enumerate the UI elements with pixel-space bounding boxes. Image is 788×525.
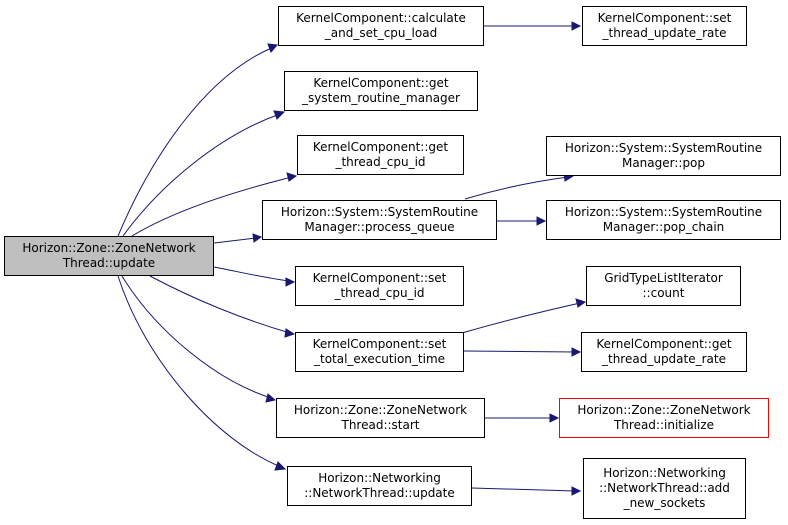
node-label: KernelComponent::calculate — [296, 11, 466, 25]
node-label: KernelComponent::get — [596, 337, 732, 351]
node-zone-network-thread-initialize[interactable]: Horizon::Zone::ZoneNetwork Thread::initi… — [559, 398, 769, 438]
node-label: ::NetworkThread::update — [304, 486, 455, 500]
node-system-routine-manager-pop[interactable]: Horizon::System::SystemRoutine Manager::… — [546, 136, 781, 176]
arrowhead — [536, 216, 547, 226]
node-label: KernelComponent::get — [312, 140, 449, 154]
arrowhead — [267, 43, 278, 53]
node-label: Horizon::Zone::ZoneNetwork — [293, 403, 468, 417]
node-label: Thread::update — [62, 256, 156, 270]
arrowhead — [571, 486, 582, 496]
arrowhead — [549, 413, 560, 423]
node-get-system-routine-manager[interactable]: KernelComponent::get _system_routine_man… — [284, 71, 478, 111]
node-system-routine-manager-pop-chain[interactable]: Horizon::System::SystemRoutine Manager::… — [546, 200, 781, 240]
node-network-thread-update[interactable]: Horizon::Networking ::NetworkThread::upd… — [287, 466, 472, 506]
node-zone-network-thread-update[interactable]: Horizon::Zone::ZoneNetwork Thread::updat… — [4, 236, 214, 276]
edge-root-to-setcpu — [213, 266, 290, 282]
node-grid-type-list-iterator-count[interactable]: GridTypeListIterator ::count — [586, 266, 741, 306]
node-set-thread-cpu-id[interactable]: KernelComponent::set _thread_cpu_id — [295, 266, 464, 306]
arrowhead — [274, 461, 287, 471]
edge-settot-to-gridcnt — [461, 302, 581, 334]
arrowhead — [286, 172, 298, 182]
arrowhead — [571, 21, 582, 31]
node-label: _total_execution_time — [313, 352, 446, 366]
arrowhead — [285, 277, 296, 287]
node-label: Horizon::System::SystemRoutine — [564, 205, 763, 219]
node-set-total-execution-time[interactable]: KernelComponent::set _total_execution_ti… — [295, 332, 464, 372]
node-network-thread-add-new-sockets[interactable]: Horizon::Networking ::NetworkThread::add… — [583, 458, 746, 519]
node-calculate-and-set-cpu-load[interactable]: KernelComponent::calculate _and_set_cpu_… — [278, 6, 484, 46]
node-label: _thread_cpu_id — [335, 155, 426, 169]
edge-root-to-procq — [213, 237, 257, 244]
edge-root-to-start — [121, 275, 272, 399]
edge-root-to-calc — [117, 46, 275, 237]
node-label: _thread_update_rate — [602, 352, 726, 366]
node-label: _and_set_cpu_load — [324, 26, 438, 40]
arrowhead — [252, 233, 263, 243]
node-get-thread-update-rate[interactable]: KernelComponent::get _thread_update_rate — [581, 332, 747, 372]
node-label: GridTypeListIterator — [604, 271, 723, 285]
node-label: ::NetworkThread::add — [599, 481, 730, 495]
node-system-routine-manager-process-queue[interactable]: Horizon::System::SystemRoutine Manager::… — [262, 200, 497, 240]
arrowhead — [284, 328, 296, 338]
arrowhead — [571, 347, 582, 357]
node-label: Horizon::Networking — [318, 471, 441, 485]
node-label: Horizon::System::SystemRoutine — [280, 205, 479, 219]
node-label: Thread::initialize — [613, 418, 715, 432]
node-label: KernelComponent::set — [312, 271, 447, 285]
node-label: Manager::pop_chain — [602, 220, 725, 234]
node-label: _thread_cpu_id — [334, 286, 425, 300]
edge-root-to-settot — [149, 275, 291, 334]
node-label: Manager::process_queue — [304, 220, 455, 234]
node-label: ::count — [642, 286, 685, 300]
edge-root-to-netupd — [117, 275, 282, 468]
node-label: KernelComponent::set — [312, 337, 447, 351]
node-label: _new_sockets — [623, 496, 706, 510]
edge-settot-to-getrate — [463, 350, 576, 353]
arrowhead — [273, 110, 286, 120]
node-set-thread-update-rate[interactable]: KernelComponent::set _thread_update_rate — [582, 6, 747, 46]
node-label: _system_routine_manager — [302, 91, 460, 105]
node-label: Manager::pop — [621, 156, 706, 170]
edge-netupd-to-addsock — [471, 487, 576, 492]
edge-root-to-getcpu — [131, 176, 293, 237]
node-get-thread-cpu-id[interactable]: KernelComponent::get _thread_cpu_id — [297, 135, 464, 175]
arrowhead — [575, 298, 587, 308]
node-label: Thread::start — [341, 418, 420, 432]
node-label: KernelComponent::get — [313, 76, 449, 90]
node-label: KernelComponent::set — [597, 11, 732, 25]
node-label: Horizon::Zone::ZoneNetwork — [22, 241, 196, 255]
edge-procq-to-pop — [464, 176, 569, 200]
node-label: Horizon::Networking — [603, 466, 726, 480]
arrowhead — [265, 393, 277, 403]
edge-root-to-getsrm — [122, 113, 281, 237]
node-label: Horizon::Zone::ZoneNetwork — [577, 403, 751, 417]
node-label: _thread_update_rate — [602, 26, 727, 40]
node-label: Horizon::System::SystemRoutine — [564, 141, 763, 155]
node-zone-network-thread-start[interactable]: Horizon::Zone::ZoneNetwork Thread::start — [276, 398, 485, 438]
